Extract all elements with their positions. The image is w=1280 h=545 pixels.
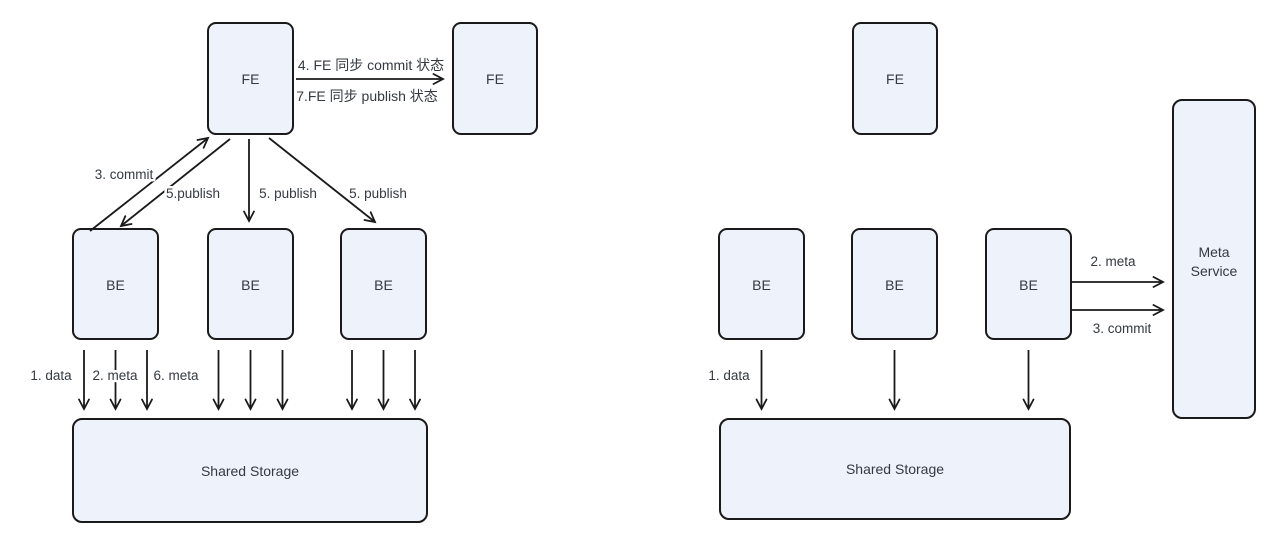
right-be3-label: BE (1019, 277, 1038, 293)
left-label-fe-sync-commit: 4. FE 同步 commit 状态 (298, 57, 444, 73)
left-arrow-fe-publish-be1 (119, 138, 231, 228)
right-meta-service-label-line2: Service (1191, 263, 1238, 279)
left-label-fe-sync-publish: 7.FE 同步 publish 状态 (296, 88, 438, 104)
left-fe-replica-box (452, 22, 538, 135)
left-be1-label: BE (106, 277, 125, 293)
left-fe-primary-box (207, 22, 294, 135)
right-be3-box (985, 228, 1072, 340)
right-meta-service-label-line1: Meta (1198, 244, 1229, 260)
right-be2-box (851, 228, 938, 340)
left-arrow-fe-publish-be3 (268, 137, 377, 224)
right-meta-service-box (1172, 99, 1256, 419)
left-fe-primary-label: FE (242, 71, 260, 87)
left-shared-storage-label: Shared Storage (201, 463, 299, 479)
left-shared-storage-box (72, 418, 428, 523)
right-label-commit: 3. commit (1093, 321, 1152, 336)
left-arrow-be1-commit-to-fe (89, 136, 210, 232)
right-label-meta: 2. meta (1090, 254, 1136, 269)
left-label-commit: 3. commit (95, 167, 154, 182)
left-label-publish-be1: 5.publish (166, 186, 220, 201)
left-be3-label: BE (374, 277, 393, 293)
right-be1-label: BE (752, 277, 771, 293)
right-shared-storage-box (719, 418, 1071, 520)
left-be1-box (72, 228, 159, 340)
left-label-publish-be3: 5. publish (349, 186, 407, 201)
left-label-write-data: 1. data (30, 368, 72, 383)
right-fe-box (852, 22, 938, 135)
left-label-publish-be2: 5. publish (259, 186, 317, 201)
right-shared-storage-label: Shared Storage (846, 461, 944, 477)
left-label-write-meta-6: 6. meta (153, 368, 199, 383)
right-label-write-data: 1. data (708, 368, 750, 383)
left-be2-label: BE (241, 277, 260, 293)
left-be2-box (207, 228, 294, 340)
left-be3-box (340, 228, 427, 340)
right-be2-label: BE (885, 277, 904, 293)
left-fe-replica-label: FE (486, 71, 504, 87)
left-label-write-meta: 2. meta (92, 368, 138, 383)
right-be1-box (718, 228, 805, 340)
right-fe-label: FE (886, 71, 904, 87)
